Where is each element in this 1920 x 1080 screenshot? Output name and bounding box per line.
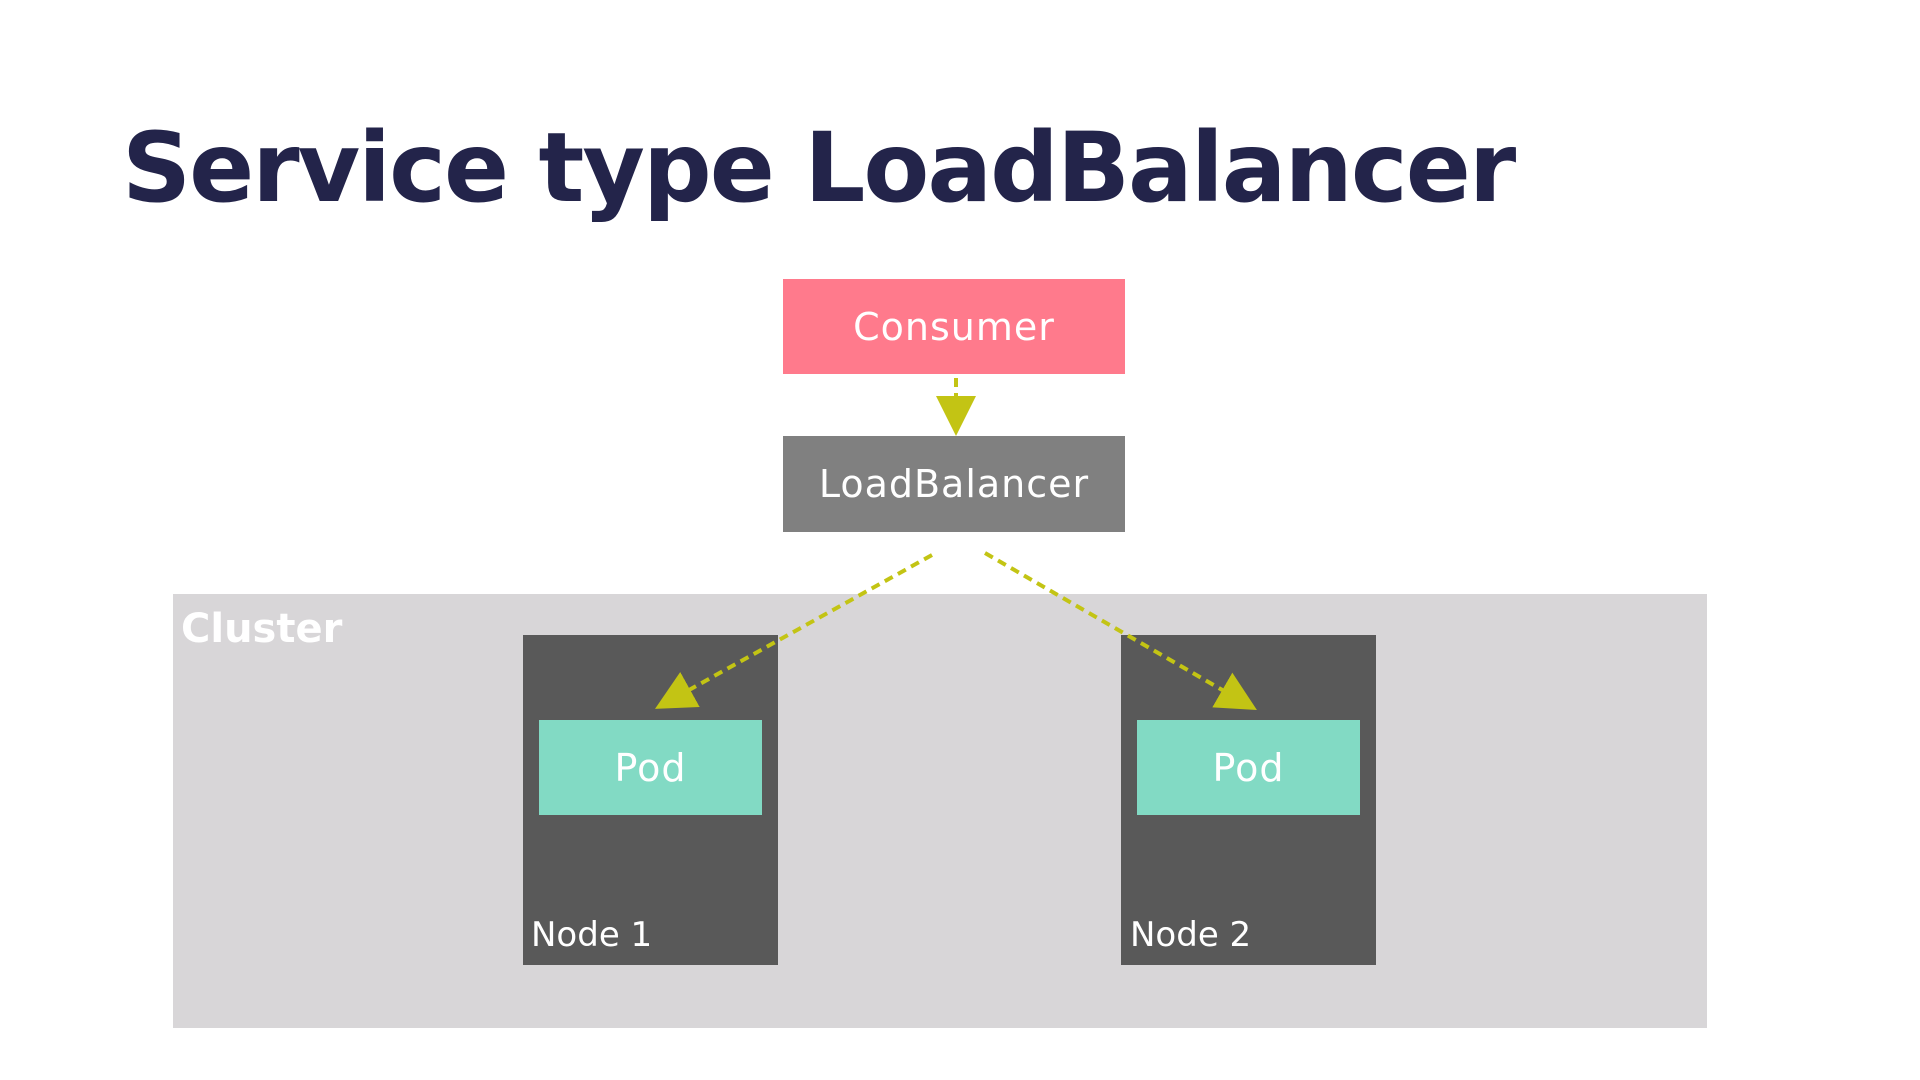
consumer-label: Consumer bbox=[853, 304, 1055, 349]
pod-1-label: Pod bbox=[614, 745, 687, 790]
loadbalancer-label: LoadBalancer bbox=[818, 462, 1090, 506]
pod-1-box: Pod bbox=[539, 720, 762, 815]
loadbalancer-box: LoadBalancer bbox=[783, 436, 1125, 532]
cluster-area bbox=[173, 594, 1707, 1028]
node-2-label: Node 2 bbox=[1130, 915, 1252, 955]
slide-title: Service type LoadBalancer bbox=[122, 112, 1516, 224]
node-1-label: Node 1 bbox=[531, 915, 653, 955]
pod-2-label: Pod bbox=[1212, 745, 1285, 790]
cluster-label: Cluster bbox=[181, 606, 343, 652]
pod-2-box: Pod bbox=[1137, 720, 1360, 815]
consumer-box: Consumer bbox=[783, 279, 1125, 374]
